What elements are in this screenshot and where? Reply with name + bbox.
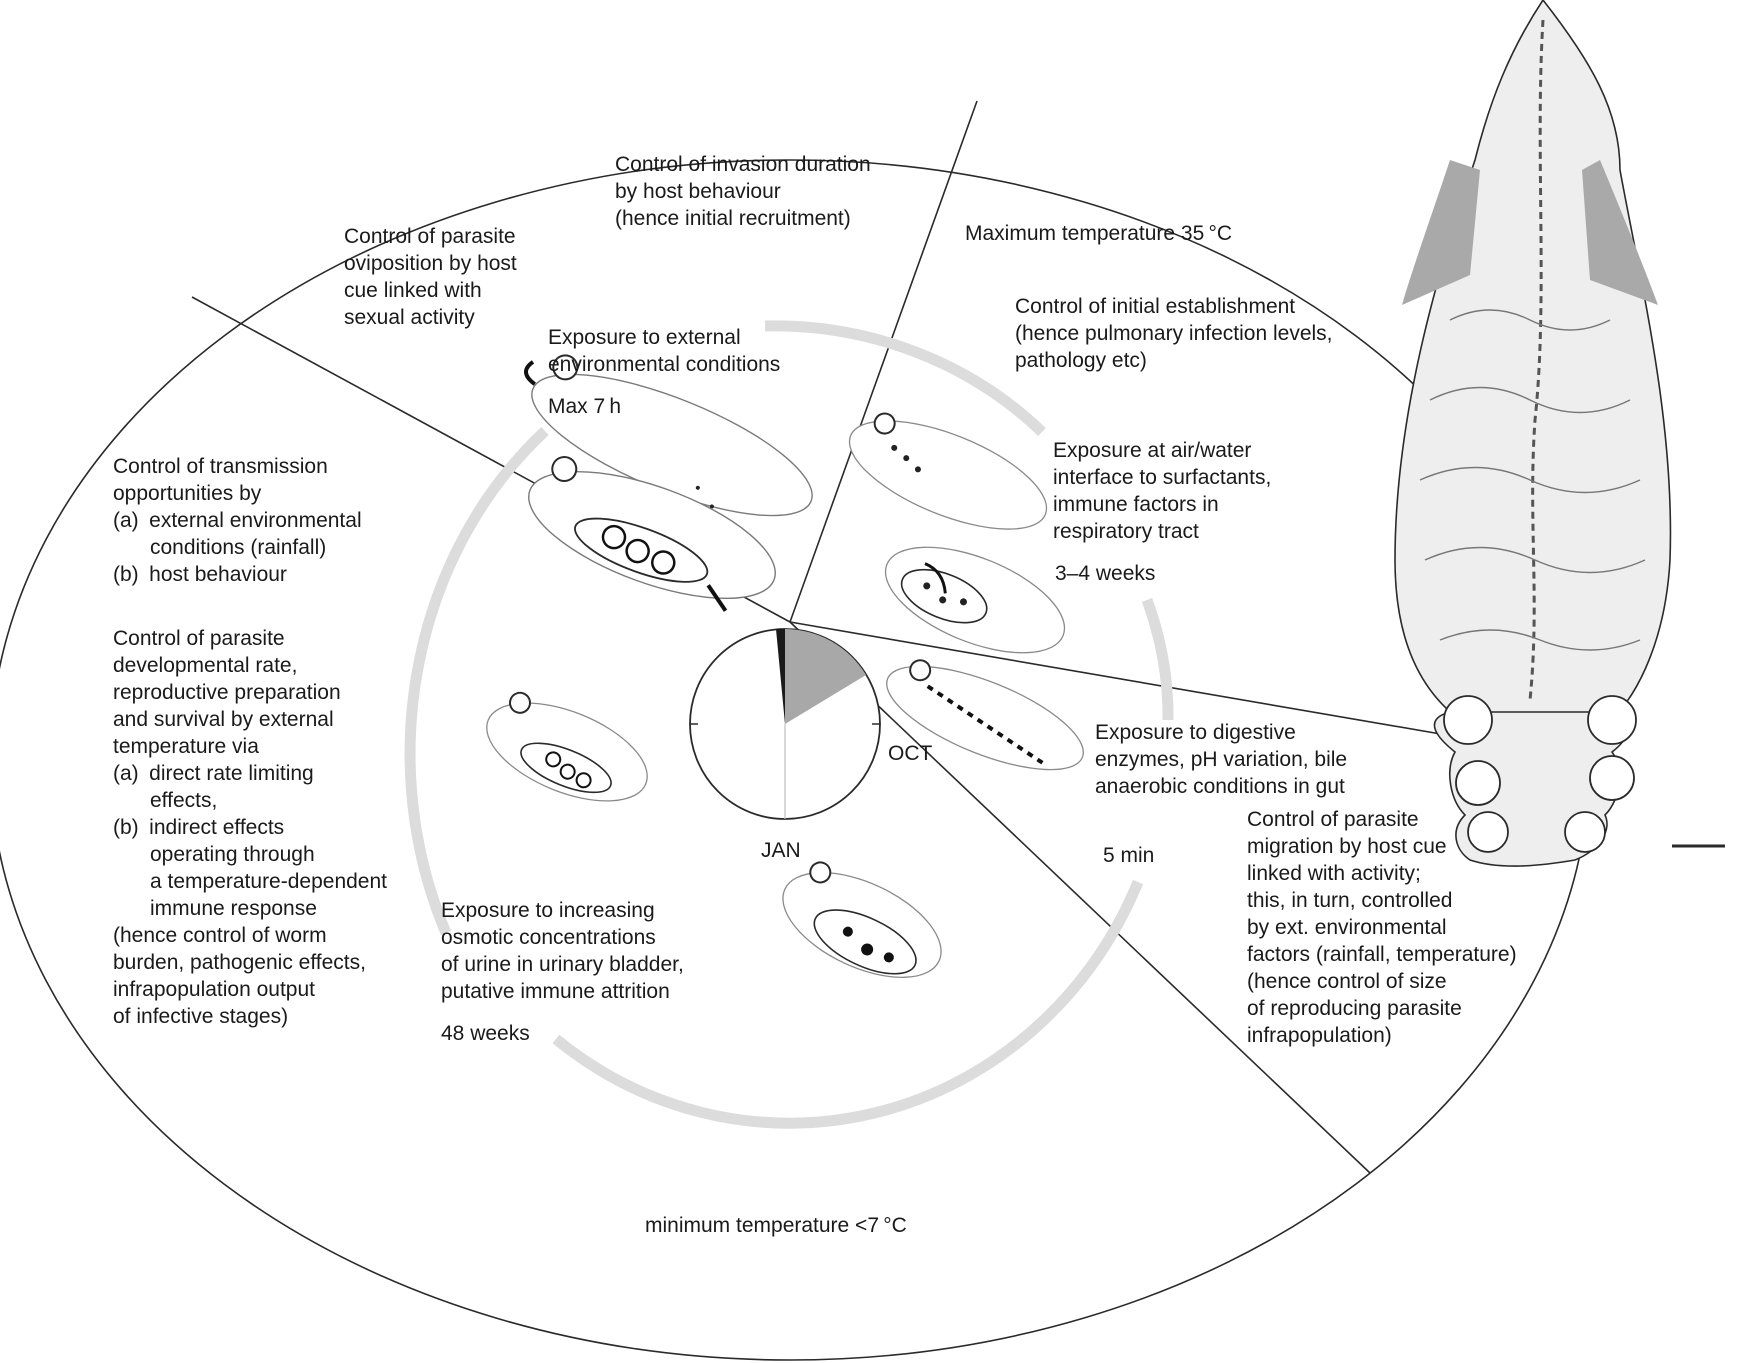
label-min-temperature: minimum temperature <7 °C — [645, 1214, 907, 1237]
text-line: respiratory tract — [1053, 520, 1199, 543]
parasite-stage-7 — [782, 861, 942, 978]
text-line: opportunities by — [113, 482, 262, 505]
label-oviposition-control: Control of parasite oviposition by host … — [344, 223, 517, 331]
text-line: oviposition by host — [344, 252, 517, 275]
text-line: immune factors in — [1053, 493, 1219, 516]
fluke-suckers — [1443, 695, 1637, 853]
divider-north — [789, 100, 978, 623]
text-line: of infective stages) — [113, 1005, 289, 1028]
text-line: migration by host cue — [1247, 835, 1447, 858]
text-line: Exposure at air/water — [1053, 439, 1252, 462]
season-clock — [689, 628, 881, 820]
fluke-vitellarium-right — [1582, 160, 1658, 305]
parasite-stage-5 — [886, 659, 1084, 771]
text-line: infrapopulation output — [113, 978, 315, 1001]
label-invasion-control: Control of invasion duration by host beh… — [615, 151, 871, 232]
parasite-stage-6 — [486, 691, 648, 802]
parasite-stage-1 — [524, 354, 813, 517]
label-digestive-exposure: Exposure to digestive enzymes, pH variat… — [1095, 719, 1347, 800]
fluke-uterus — [1528, 19, 1545, 701]
text-line: developmental rate, — [113, 654, 298, 677]
text-line: Exposure to external — [548, 326, 741, 349]
fluke-vitellarium-left — [1402, 160, 1480, 305]
label-developmental-control: Control of parasite developmental rate, … — [113, 625, 387, 1030]
text-line: environmental conditions — [548, 353, 781, 376]
arc-bladder — [552, 879, 1144, 1129]
text-line: enzymes, pH variation, bile — [1095, 748, 1348, 771]
text-line: (a) direct rate limiting — [113, 762, 314, 785]
label-3-4-weeks: 3–4 weeks — [1055, 562, 1156, 585]
label-month-jan: JAN — [761, 839, 801, 862]
adult-fluke-illustration — [1394, 0, 1725, 867]
text-line: immune response — [150, 897, 317, 920]
arc-lung — [1141, 598, 1174, 721]
text-line: (hence control of worm — [113, 924, 327, 947]
text-line: Control of parasite — [1247, 808, 1419, 831]
text-line: cue linked with — [344, 279, 482, 302]
label-5-min: 5 min — [1103, 844, 1155, 867]
text-line: burden, pathogenic effects, — [113, 951, 366, 974]
text-line: of reproducing parasite — [1247, 997, 1462, 1020]
label-osmotic-exposure: Exposure to increasing osmotic concentra… — [441, 897, 684, 1005]
text-line: pathology etc) — [1015, 349, 1147, 372]
text-line: Control of parasite — [113, 627, 285, 650]
text-line: effects, — [150, 789, 218, 812]
text-line: osmotic concentrations — [441, 926, 656, 949]
text-line: (b) host behaviour — [113, 563, 287, 586]
text-line: reproductive preparation — [113, 681, 341, 704]
clock-sector-active — [785, 629, 866, 724]
text-line: a temperature-dependent — [150, 870, 387, 893]
arc-dormant — [404, 426, 549, 936]
text-line: and survival by external — [113, 708, 334, 731]
text-line: Control of parasite — [344, 225, 516, 248]
text-line: (hence pulmonary infection levels, — [1015, 322, 1333, 345]
label-air-water-exposure: Exposure at air/water interface to surfa… — [1053, 437, 1271, 545]
text-line: linked with activity; — [1247, 862, 1421, 885]
label-48-weeks: 48 weeks — [441, 1022, 530, 1045]
label-external-exposure: Exposure to external environmental condi… — [548, 324, 780, 378]
text-line: operating through — [150, 843, 315, 866]
text-line: sexual activity — [344, 306, 475, 329]
clock-sector-dark — [776, 628, 785, 724]
label-initial-establishment: Control of initial establishment (hence … — [1015, 293, 1333, 374]
label-migration-control: Control of parasite migration by host cu… — [1247, 806, 1517, 1049]
text-line: of urine in urinary bladder, — [441, 953, 684, 976]
label-transmission-control: Control of transmission opportunities by… — [113, 453, 362, 588]
text-line: by host behaviour — [615, 180, 781, 203]
text-line: putative immune attrition — [441, 980, 670, 1003]
text-line: (hence control of size — [1247, 970, 1447, 993]
text-line: (a) external environmental — [113, 509, 362, 532]
text-line: (b) indirect effects — [113, 816, 285, 839]
text-line: temperature via — [113, 735, 259, 758]
seasonal-arcs — [404, 320, 1174, 1129]
label-month-oct: OCT — [888, 742, 933, 765]
text-line: Control of transmission — [113, 455, 328, 478]
divider-east — [789, 621, 1459, 738]
text-line: Control of initial establishment — [1015, 295, 1296, 318]
parasite-stage-2 — [528, 456, 776, 612]
parasite-stage-4 — [884, 546, 1066, 654]
text-line: conditions (rainfall) — [150, 536, 327, 559]
parasite-stage-3 — [848, 412, 1048, 530]
text-line: by ext. environmental — [1247, 916, 1447, 939]
label-max-7h: Max 7 h — [548, 395, 622, 418]
text-line: Exposure to increasing — [441, 899, 655, 922]
text-line: anaerobic conditions in gut — [1095, 775, 1345, 798]
text-line: this, in turn, controlled — [1247, 889, 1453, 912]
arc-air-exposure — [764, 320, 1046, 436]
divider-southeast — [789, 621, 1371, 1174]
text-line: Control of invasion duration — [615, 153, 871, 176]
text-line: (hence initial recruitment) — [615, 207, 851, 230]
label-max-temperature: Maximum temperature 35 °C — [965, 222, 1233, 245]
text-line: interface to surfactants, — [1053, 466, 1272, 489]
text-line: infrapopulation) — [1247, 1024, 1392, 1047]
text-line: factors (rainfall, temperature) — [1247, 943, 1517, 966]
fluke-coils — [1419, 309, 1646, 651]
text-line: Exposure to digestive — [1095, 721, 1296, 744]
